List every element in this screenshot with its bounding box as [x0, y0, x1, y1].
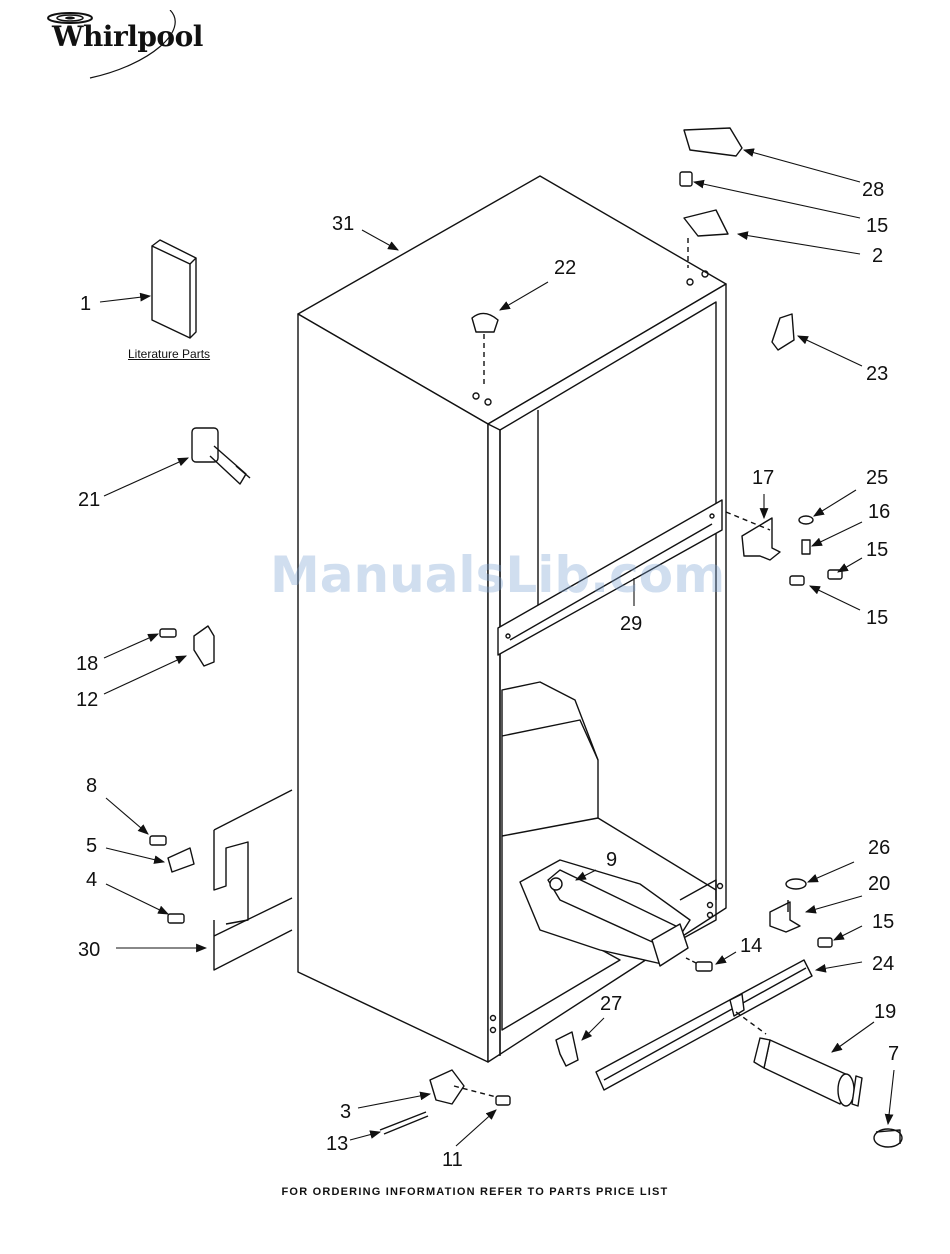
- callout-22: 22: [554, 257, 576, 279]
- callout-27: 27: [600, 993, 622, 1015]
- callout-26: 26: [868, 837, 890, 859]
- part-27-clip: [556, 1032, 578, 1066]
- callout-15d: 15: [872, 911, 894, 933]
- callout-12: 12: [76, 689, 98, 711]
- callout-4: 4: [86, 869, 97, 891]
- callout-30: 30: [78, 939, 100, 961]
- part-23-clip: [772, 314, 794, 350]
- part-21-shape: [192, 428, 250, 484]
- callout-2: 2: [872, 245, 883, 267]
- bottom-hinge: [380, 1070, 510, 1134]
- right-mid-hinge: [726, 512, 842, 585]
- callout-24: 24: [872, 953, 894, 975]
- callout-23: 23: [866, 363, 888, 385]
- callout-15a: 15: [866, 215, 888, 237]
- callout-31: 31: [332, 213, 354, 235]
- callout-17: 17: [752, 467, 774, 489]
- callout-28: 28: [862, 179, 884, 201]
- callout-11: 11: [442, 1149, 463, 1171]
- callout-18: 18: [76, 653, 98, 675]
- filter-cartridge: [754, 1038, 902, 1147]
- callout-15b: 15: [866, 539, 888, 561]
- callout-19: 19: [874, 1001, 896, 1023]
- callout-7: 7: [888, 1043, 899, 1065]
- right-lower-bracket: [770, 879, 832, 947]
- callout-15c: 15: [866, 607, 888, 629]
- callout-13: 13: [326, 1133, 348, 1155]
- part-30-hinge: [150, 790, 292, 970]
- callout-29: 29: [620, 613, 642, 635]
- callout-9: 9: [606, 849, 617, 871]
- literature-card: [152, 246, 190, 338]
- ordering-footer: FOR ORDERING INFORMATION REFER TO PARTS …: [0, 1186, 950, 1198]
- callout-3: 3: [340, 1101, 351, 1123]
- part-12-bracket: [160, 626, 214, 666]
- literature-parts-label: Literature Parts: [128, 347, 210, 361]
- callout-16: 16: [868, 501, 890, 523]
- part-14-screw: [696, 962, 712, 971]
- top-hinge: [680, 128, 742, 268]
- callout-25: 25: [866, 467, 888, 489]
- callout-14: 14: [740, 935, 762, 957]
- callout-20: 20: [868, 873, 890, 895]
- callout-21: 21: [78, 489, 100, 511]
- callout-1: 1: [80, 293, 91, 315]
- callout-8: 8: [86, 775, 97, 797]
- callout-5: 5: [86, 835, 97, 857]
